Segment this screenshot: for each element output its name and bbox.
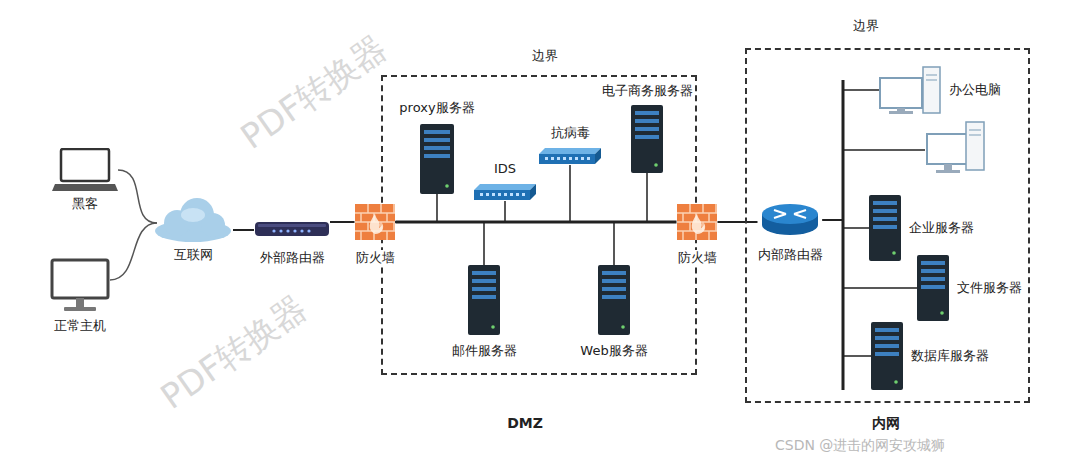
network-link — [396, 222, 615, 265]
network-link — [396, 201, 506, 222]
device-node: 防火墙 — [355, 204, 396, 266]
source-credit: CSDN @进击的网安攻城狮 — [775, 437, 945, 455]
network-link — [118, 170, 157, 223]
zone-heading: 边界 — [532, 48, 558, 64]
device-label: 数据库服务器 — [911, 348, 989, 364]
server-icon — [468, 265, 500, 335]
office-pc — [927, 122, 984, 173]
device-node: 防火墙 — [677, 204, 718, 266]
network-link — [823, 220, 870, 228]
device-node: 内部路由器 — [758, 203, 823, 263]
device-node: 黑客 — [52, 148, 118, 212]
device-label: 邮件服务器 — [452, 343, 517, 359]
device-label: 办公电脑 — [949, 82, 1001, 98]
device-label: IDS — [494, 161, 516, 177]
device-node: 正常主机 — [50, 258, 110, 334]
server-icon — [631, 105, 663, 173]
rrouter-icon — [760, 203, 820, 237]
switch-icon — [474, 183, 536, 201]
zone-name: 内网 — [872, 415, 900, 431]
pc-icon — [879, 66, 941, 114]
network-link — [110, 223, 157, 280]
device-node: 数据库服务器 — [871, 322, 989, 390]
device-node: proxy服务器 — [399, 100, 474, 194]
server-icon — [420, 124, 454, 194]
watermark: PDF转换器 — [232, 26, 396, 160]
device-node: 电子商务服务器 — [602, 83, 693, 173]
network-link — [233, 229, 254, 231]
device-label: 防火墙 — [677, 250, 718, 266]
network-link — [396, 194, 437, 222]
server-icon — [871, 322, 903, 390]
pc-stub — [843, 149, 925, 151]
device-label: 外部路由器 — [260, 250, 325, 266]
frouter-icon — [254, 220, 330, 238]
device-label: 黑客 — [72, 196, 98, 212]
device-label: 内部路由器 — [758, 247, 823, 263]
device-label: 文件服务器 — [957, 280, 1022, 296]
device-node: 文件服务器 — [917, 255, 1022, 321]
cloud-icon — [153, 195, 233, 243]
zone-heading: 边界 — [853, 18, 879, 34]
device-label: 抗病毒 — [551, 125, 590, 141]
boundary-zone: 边界内网内部路由器办公电脑企业服务器文件服务器数据库服务器 — [745, 48, 1030, 403]
server-icon — [869, 195, 901, 261]
monitor-icon — [50, 258, 110, 314]
device-label: Web服务器 — [580, 343, 647, 359]
device-label: 互联网 — [174, 247, 213, 263]
network-link — [823, 220, 872, 356]
network-link — [396, 222, 485, 265]
device-node: Web服务器 — [580, 265, 647, 359]
server-icon — [917, 255, 949, 321]
laptop-icon — [52, 148, 118, 192]
device-node: IDS — [474, 161, 536, 201]
firewall-icon — [677, 204, 717, 240]
device-node: 邮件服务器 — [452, 265, 517, 359]
network-link — [718, 221, 758, 223]
device-label: proxy服务器 — [399, 100, 474, 116]
firewall-icon — [355, 204, 395, 240]
device-label: 电子商务服务器 — [602, 83, 693, 99]
device-label: 防火墙 — [355, 250, 396, 266]
device-node: 互联网 — [153, 195, 233, 263]
switch-icon — [539, 147, 601, 165]
device-label: 正常主机 — [54, 318, 106, 334]
watermark: PDF转换器 — [152, 286, 316, 420]
device-label: 企业服务器 — [909, 220, 974, 236]
server-icon — [598, 265, 630, 335]
device-node: 抗病毒 — [539, 125, 601, 165]
device-node: 办公电脑 — [879, 66, 1001, 114]
device-node: 外部路由器 — [254, 220, 330, 266]
boundary-zone: 边界DMZproxy服务器IDS抗病毒电子商务服务器邮件服务器Web服务器 — [381, 75, 697, 375]
network-link — [330, 221, 355, 223]
device-node: 企业服务器 — [869, 195, 974, 261]
zone-name: DMZ — [507, 415, 543, 431]
